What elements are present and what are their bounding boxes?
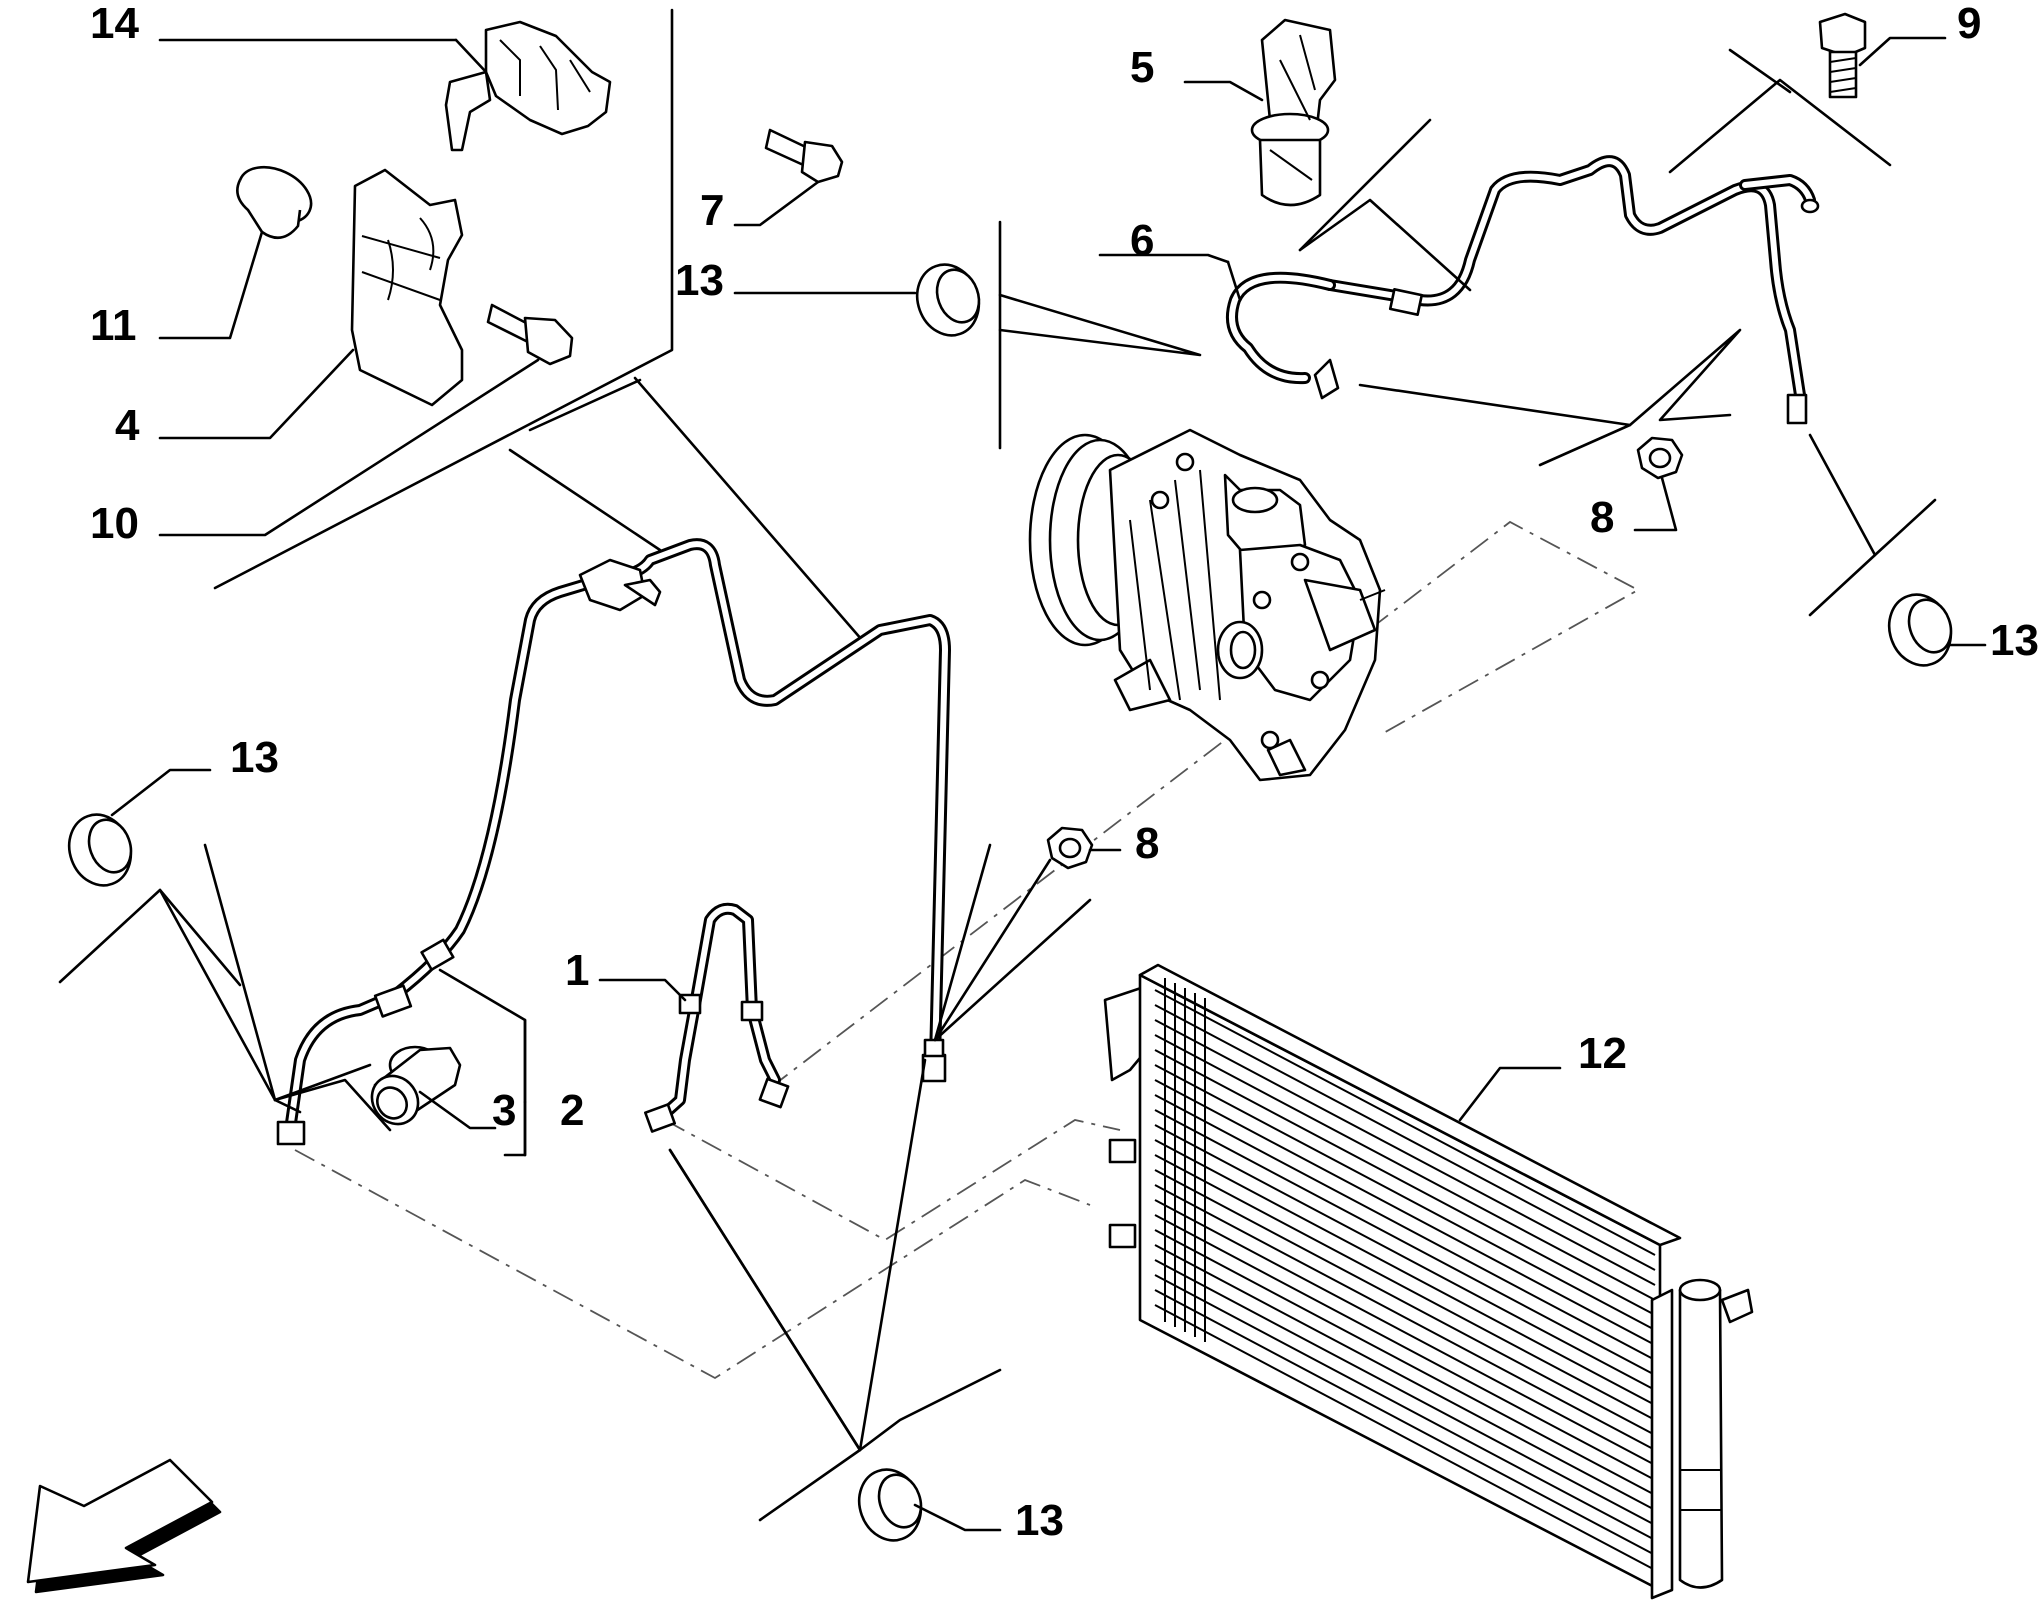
valve-part-5: [1183, 18, 1337, 207]
callout-label-13-upper: 13: [675, 256, 724, 305]
seal-ring-part-13-upper: [733, 263, 981, 337]
callout-label-1: 1: [565, 946, 589, 995]
callout-label-14: 14: [90, 0, 139, 48]
lower-left-leaders: [58, 843, 1092, 1522]
bolt-part-7: [733, 128, 844, 227]
nut-part-8-upper: [1633, 436, 1684, 532]
callout-label-7: 7: [700, 186, 724, 235]
seal-ring-part-13-right: [1887, 593, 1987, 667]
callout-labels: 14 11 4 10 7 13 5 6 9 8 13 13 8 1 12 3 2…: [90, 0, 2039, 1545]
pressure-sensor-part-3: [370, 1045, 497, 1130]
bracket-group-leaders: [213, 8, 864, 642]
callout-label-10: 10: [90, 499, 139, 548]
assembly-dash-lines: [294, 520, 1640, 1380]
arrow-down-left-icon: [26, 1458, 222, 1594]
callout-label-13-bottom: 13: [1015, 1496, 1064, 1545]
callout-label-9: 9: [1957, 0, 1981, 48]
seal-ring-part-13-bottom: [857, 1468, 1002, 1542]
callout-label-13-left: 13: [230, 733, 279, 782]
nut-part-8-middle: [1046, 826, 1122, 870]
callout-label-13-right: 13: [1990, 616, 2039, 665]
ac-compressor: [1028, 428, 1386, 782]
bolt-part-9: [1818, 12, 1947, 99]
callout-label-2: 2: [560, 1086, 584, 1135]
callout-label-3: 3: [492, 1086, 516, 1135]
mounting-bracket-part-4: [158, 168, 464, 440]
hose-part-6: [998, 48, 1937, 617]
callout-label-8-middle: 8: [1135, 819, 1159, 868]
callout-label-11: 11: [90, 301, 137, 350]
callout-label-12: 12: [1578, 1029, 1627, 1078]
bolt-part-10: [158, 303, 574, 537]
pipe-part-1: [598, 902, 790, 1133]
condenser-part-12: [1103, 963, 1754, 1600]
callout-label-6: 6: [1130, 216, 1154, 265]
seal-ring-part-13-left: [67, 768, 212, 887]
pipe-assembly-part-2: [276, 538, 951, 1157]
plug-part-11: [158, 165, 313, 340]
callout-label-5: 5: [1130, 43, 1154, 92]
callout-label-4: 4: [115, 401, 140, 450]
callout-label-8-upper: 8: [1590, 493, 1614, 542]
bracket-clip-part-14: [158, 20, 612, 152]
